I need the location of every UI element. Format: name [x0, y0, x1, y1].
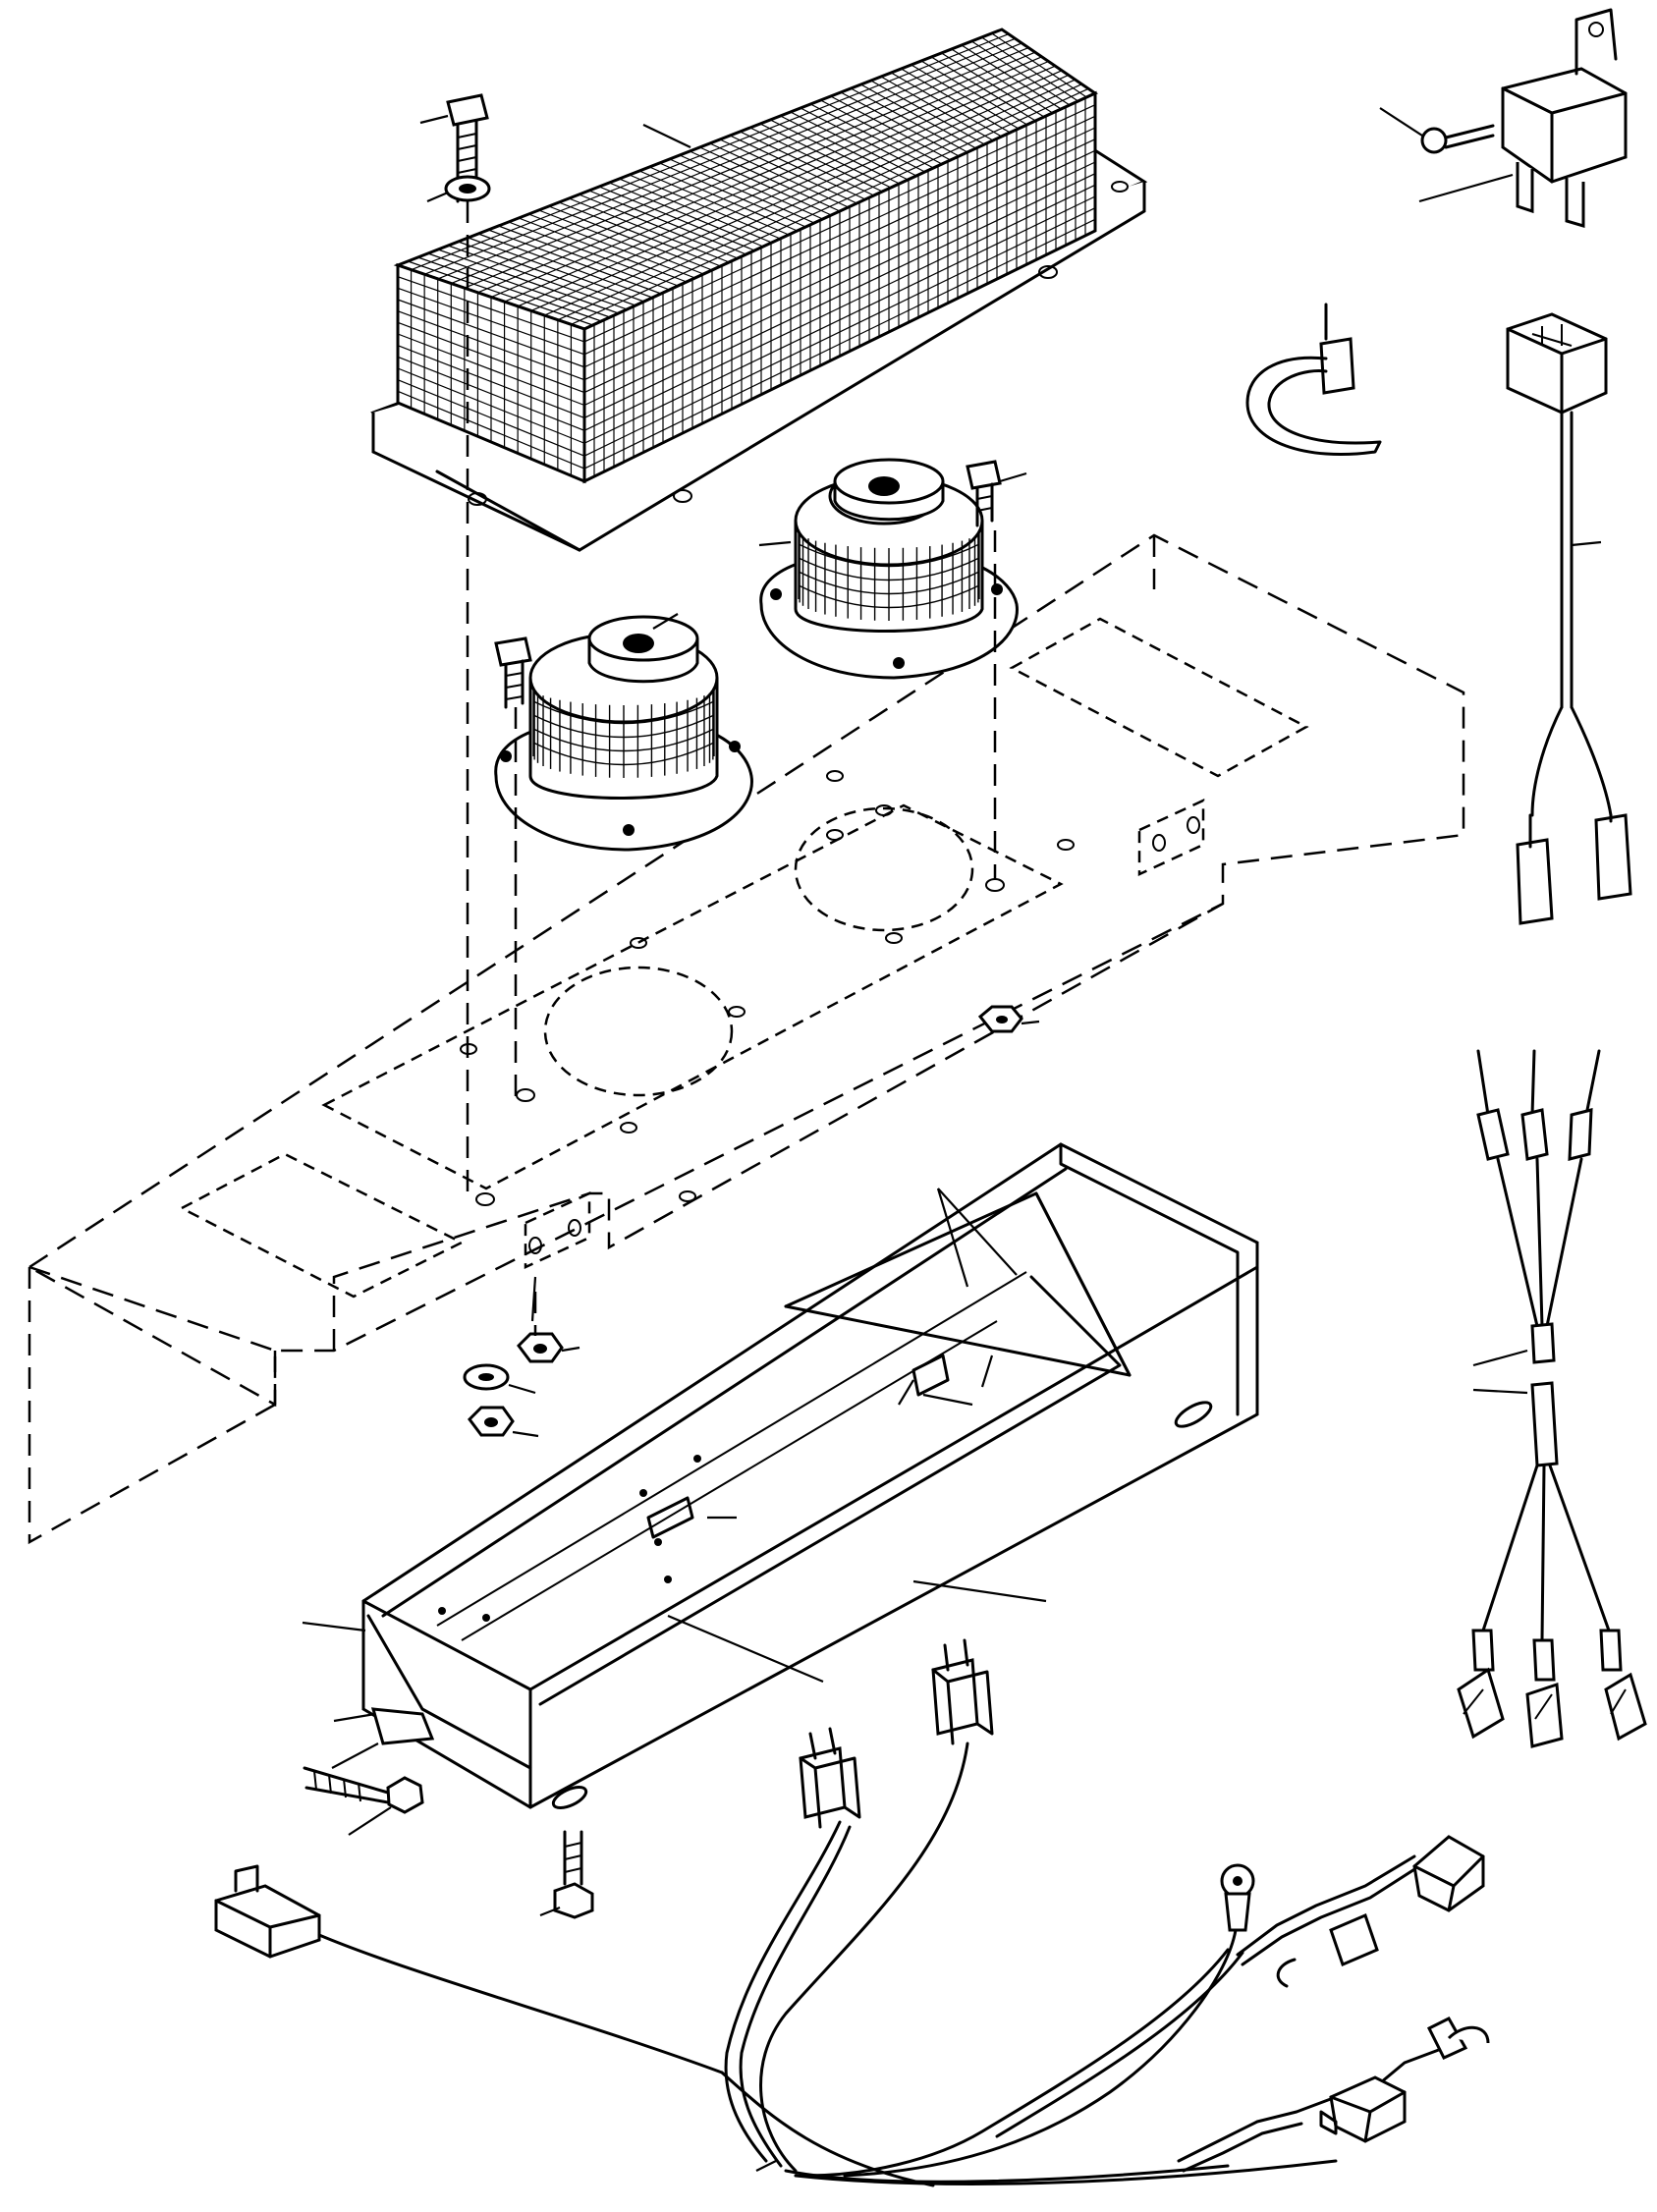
relay-harness: [1506, 312, 1632, 925]
mesh-line: [517, 70, 1063, 307]
nut: [463, 1005, 1040, 1438]
coil-winding: [798, 543, 980, 568]
mesh-line: [530, 74, 1070, 311]
blower-motor-left: [494, 613, 753, 852]
coil-winding: [798, 584, 980, 609]
relay-screw: [1379, 107, 1495, 154]
mesh-line: [397, 390, 585, 470]
mounting-plate: [27, 533, 1465, 1545]
duct-housing: [302, 1142, 1259, 1810]
mesh-line: [490, 60, 1049, 299]
coil-winding: [798, 571, 980, 595]
mesh-line: [583, 184, 1096, 431]
blower-motor-right: [758, 458, 1019, 680]
washer: [426, 175, 491, 203]
mesh-line: [583, 218, 1096, 470]
mesh-line: [583, 138, 1096, 381]
mesh-line: [411, 33, 1010, 271]
mesh-line: [397, 321, 585, 394]
mesh-line: [544, 79, 1076, 316]
mesh-line: [583, 149, 1096, 394]
mesh-line: [451, 47, 1029, 285]
coil-winding: [532, 742, 715, 766]
resistor-harness: [1457, 1049, 1647, 1748]
mesh-line: [397, 299, 585, 368]
relay: [1418, 8, 1628, 229]
mesh-line: [583, 173, 1096, 418]
housing-bolt: [303, 1766, 594, 1919]
mesh-line: [583, 207, 1096, 457]
mesh-line: [557, 83, 1082, 321]
mesh-line: [397, 310, 585, 381]
mesh-line: [397, 345, 585, 418]
mesh-line: [504, 65, 1056, 303]
mesh-line: [397, 287, 585, 356]
mesh-line: [397, 379, 585, 457]
mesh-line: [583, 115, 1096, 356]
leader-lines: [530, 1276, 777, 2172]
mesh-line: [437, 42, 1022, 280]
coil-winding: [532, 714, 715, 739]
coil-winding: [532, 700, 715, 725]
mesh-line: [583, 161, 1096, 407]
mesh-line: [397, 333, 585, 407]
heater-core-cover: [370, 28, 1148, 552]
mesh-line: [397, 367, 585, 444]
mesh-line: [464, 51, 1036, 289]
mesh-line: [423, 37, 1016, 275]
mesh-line: [583, 127, 1096, 368]
cable-tie: [1245, 303, 1382, 456]
mesh-line: [583, 195, 1096, 444]
motor-screw-left: [494, 636, 532, 1105]
mesh-line: [477, 56, 1042, 294]
mesh-line: [571, 87, 1089, 325]
coil-winding: [532, 728, 715, 752]
coil-winding: [798, 557, 980, 581]
main-harness: [214, 1638, 1490, 2187]
mesh-line: [397, 356, 585, 431]
mesh-line: [583, 104, 1096, 343]
motor-screw-right: [966, 460, 1027, 879]
mesh-line: [397, 276, 585, 343]
ground-terminal: [843, 1863, 1255, 2178]
